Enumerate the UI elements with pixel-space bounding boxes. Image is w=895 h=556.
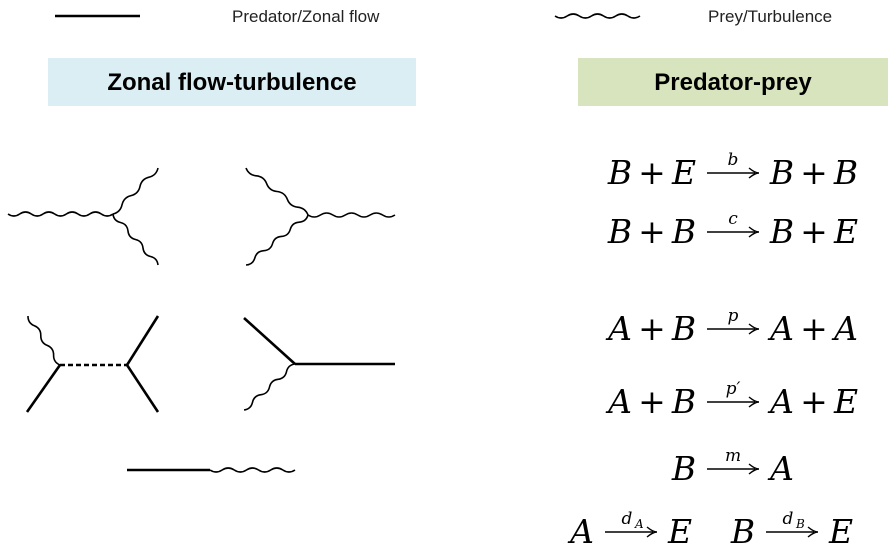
reaction-r5-lhs-0: B xyxy=(671,449,696,488)
reaction-r1-arrow-head xyxy=(748,167,760,179)
right-header: Predator-prey xyxy=(578,58,888,106)
reaction-r2-rhs-1: + xyxy=(800,212,828,251)
reaction-r2-rhs-0: B xyxy=(769,212,794,251)
reaction-r4-lhs-1: + xyxy=(638,382,666,421)
decay-d1-arrow-head xyxy=(646,526,658,538)
reaction-r4-rhs-1: + xyxy=(800,382,828,421)
legend-predator-label: Predator/Zonal flow xyxy=(232,7,380,26)
reaction-r3-lhs-1: + xyxy=(638,309,666,348)
wavy-lower-incoming-mixed xyxy=(243,363,296,411)
reaction-r4-rate-label: p′ xyxy=(726,379,741,399)
wavy-segment xyxy=(209,467,296,473)
diagram-exchange xyxy=(25,315,160,413)
diagram-mixed-vertex xyxy=(243,317,395,411)
reaction-r3-lhs-2: B xyxy=(671,309,696,348)
reaction-r3-rhs-1: + xyxy=(800,309,828,348)
reaction-r4-lhs-2: B xyxy=(671,382,696,421)
reaction-r4-arrow-head xyxy=(748,396,760,408)
solid-left-lower-leg xyxy=(25,364,62,413)
decay-d2-arrow-head xyxy=(807,526,819,538)
decay-d2-rate-label: d xyxy=(783,509,794,529)
right-header-box xyxy=(578,58,888,106)
decay-d2-lhs: B xyxy=(730,512,755,551)
wavy-upper-incoming xyxy=(245,167,309,216)
left-header-box xyxy=(48,58,416,106)
reaction-r4-rhs-0: A xyxy=(767,382,794,421)
decay-d1-rate-subscript: A xyxy=(634,517,644,531)
decay-d1-rhs: E xyxy=(667,512,692,551)
right-header-title: Predator-prey xyxy=(654,69,812,96)
reaction-r5-rhs-0: A xyxy=(767,449,794,488)
reaction-r2-lhs-2: B xyxy=(671,212,696,251)
wavy-lower-incoming xyxy=(245,214,309,266)
reaction-r4-lhs-0: A xyxy=(605,382,632,421)
reaction-r1-rate-label: b xyxy=(728,150,739,170)
wavy-lower-branch xyxy=(112,213,159,266)
reaction-r4-rhs-2: E xyxy=(833,382,858,421)
reaction-r3-arrow-head xyxy=(748,323,760,335)
reaction-r5-arrow-head xyxy=(748,463,760,475)
decay-d1-rate-label: d xyxy=(622,509,633,529)
reaction-r1-rhs-2: B xyxy=(833,153,858,192)
left-header: Zonal flow-turbulence xyxy=(48,58,416,106)
reaction-r1-rhs-1: + xyxy=(800,153,828,192)
reaction-r1-lhs-2: E xyxy=(671,153,696,192)
reaction-r5-rate-label: m xyxy=(725,446,741,466)
wavy-left-upper-leg xyxy=(27,315,61,366)
decay-d1-lhs: A xyxy=(567,512,594,551)
reaction-r2-rate-label: c xyxy=(728,209,738,229)
reaction-r3-rhs-2: A xyxy=(831,309,858,348)
reaction-r1-lhs-0: B xyxy=(607,153,632,192)
wavy-upper-branch xyxy=(112,167,159,215)
wavy-incoming-line xyxy=(7,211,114,217)
wavy-outgoing-line xyxy=(307,212,396,218)
diagram-conversion xyxy=(127,467,296,473)
reaction-r2-lhs-1: + xyxy=(638,212,666,251)
reaction-r1-rhs-0: B xyxy=(769,153,794,192)
reaction-r3-lhs-0: A xyxy=(605,309,632,348)
legend-wavy-line xyxy=(554,13,641,19)
legend: Predator/Zonal flow Prey/Turbulence xyxy=(55,7,832,26)
solid-upper-incoming xyxy=(243,317,296,365)
reaction-r3-rate-label: p xyxy=(728,306,739,326)
diagram-three-wave-merge xyxy=(245,167,396,266)
reaction-r2-rhs-2: E xyxy=(833,212,858,251)
solid-right-lower-leg xyxy=(125,364,160,413)
diagram-three-wave-split xyxy=(7,167,159,266)
solid-right-upper-leg xyxy=(125,315,160,366)
left-header-title: Zonal flow-turbulence xyxy=(107,69,356,96)
reaction-r2-arrow-head xyxy=(748,226,760,238)
reaction-r2-lhs-0: B xyxy=(607,212,632,251)
decay-d2-rate-subscript: B xyxy=(795,517,805,531)
reaction-r3-rhs-0: A xyxy=(767,309,794,348)
reaction-r1-lhs-1: + xyxy=(638,153,666,192)
legend-prey-label: Prey/Turbulence xyxy=(708,7,832,26)
decay-d2-rhs: E xyxy=(828,512,853,551)
